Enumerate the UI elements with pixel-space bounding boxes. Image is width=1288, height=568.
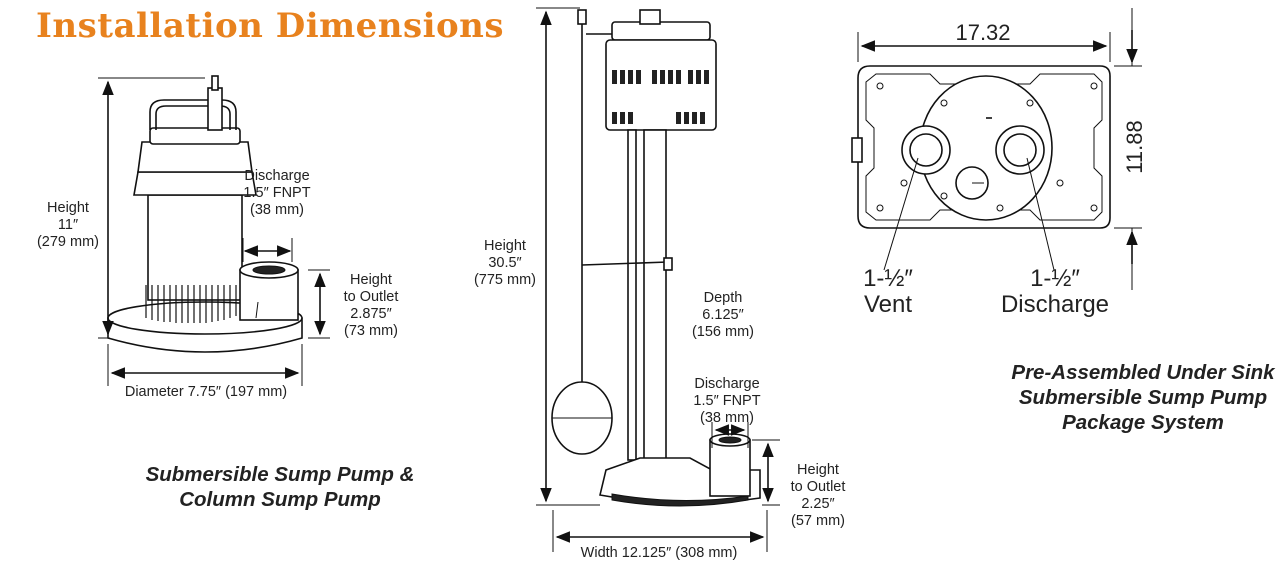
under-sink-width-label: 17.32 xyxy=(955,20,1011,45)
column-outlet-height-label: Height to Outlet 2.25″ (57 mm) xyxy=(790,462,846,529)
column-depth-label: Depth 6.125″ (156 mm) xyxy=(691,290,755,340)
page-title: Installation Dimensions xyxy=(36,6,505,46)
column-discharge-label: Discharge 1.5″ FNPT (38 mm) xyxy=(693,376,761,426)
column-pump-drawing xyxy=(551,9,761,507)
column-height-label: Height 30.5″ (775 mm) xyxy=(473,238,537,288)
under-sink-height-label: 11.88 xyxy=(1122,120,1147,174)
submersible-diameter-label: Diameter 7.75″ (197 mm) xyxy=(124,384,288,400)
submersible-height-label: Height 11″ (279 mm) xyxy=(36,200,100,250)
left-caption: Submersible Sump Pump & Column Sump Pump xyxy=(145,463,415,511)
discharge-label: 1-½″ Discharge xyxy=(1000,265,1110,318)
under-sink-package-drawing xyxy=(851,65,1111,229)
vent-label: 1-½″ Vent xyxy=(863,265,913,318)
under-sink-caption: Pre-Assembled Under Sink Submersible Sum… xyxy=(1011,361,1275,434)
submersible-outlet-height-label: Height to Outlet 2.875″ (73 mm) xyxy=(343,272,399,339)
submersible-discharge-label: Discharge 1.5″ FNPT (38 mm) xyxy=(243,168,311,218)
column-width-label: Width 12.125″ (308 mm) xyxy=(580,545,738,561)
submersible-pump-drawing xyxy=(107,75,303,353)
